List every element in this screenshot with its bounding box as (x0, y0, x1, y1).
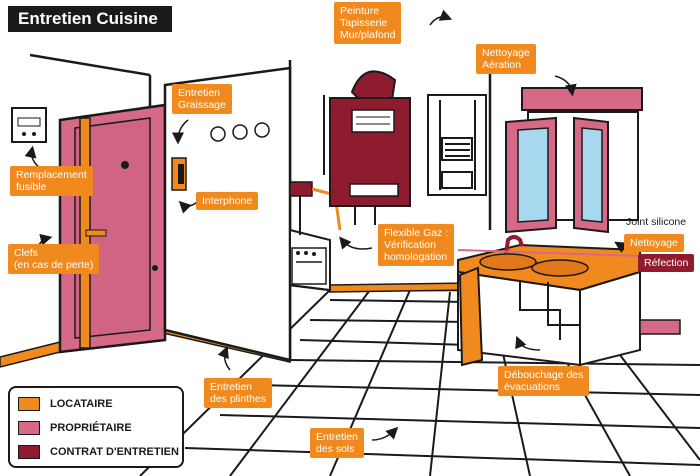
legend-swatch (18, 397, 40, 411)
label-entretien-plinthes: Entretien des plinthes (204, 378, 273, 408)
label-flexible-gaz: Flexible Gaz : Vérification homologation (378, 224, 455, 266)
legend-label: PROPRIÉTAIRE (50, 422, 132, 434)
label-refection: Réfection (638, 254, 695, 272)
label-debouchage: Débouchage des évacuations (498, 366, 590, 396)
label-joint-silicone: Joint silicone (626, 216, 687, 228)
front-door (58, 103, 167, 354)
boiler (323, 70, 411, 225)
sink-counter (457, 235, 681, 367)
floor-tiles (139, 289, 700, 476)
legend-label: CONTRAT D'ENTRETIEN (50, 446, 179, 458)
fuse-box (11, 107, 47, 143)
label-interphone: Interphone (196, 192, 259, 210)
label-entretien-sols: Entretien des sols (310, 428, 365, 458)
baseboard-back (329, 282, 471, 293)
legend-item-proprietaire: PROPRIÉTAIRE (18, 420, 132, 436)
label-entretien-graissage: Entretien Graissage (172, 84, 232, 114)
legend: LOCATAIRE PROPRIÉTAIRE CONTRAT D'ENTRETI… (8, 386, 184, 468)
label-peinture: Peinture Tapisserie Mur/plafond (334, 2, 402, 44)
page-title: Entretien Cuisine (8, 6, 172, 32)
legend-swatch (18, 421, 40, 435)
label-nettoyage: Nettoyage (624, 234, 684, 252)
window (505, 87, 643, 234)
open-door (163, 66, 292, 362)
legend-swatch (18, 445, 40, 459)
gas-valve (289, 181, 313, 197)
legend-item-contrat: CONTRAT D'ENTRETIEN (18, 444, 179, 460)
gas-pipe (299, 191, 310, 235)
cupboard (427, 94, 487, 196)
stove (289, 228, 331, 292)
label-remplacement-fusible: Remplacement fusible (10, 166, 93, 196)
label-nettoyage-aeration: Nettoyage Aération (476, 44, 536, 74)
legend-item-locataire: LOCATAIRE (18, 396, 113, 412)
label-clefs: Clefs (en cas de perte) (8, 244, 100, 274)
legend-label: LOCATAIRE (50, 398, 113, 410)
